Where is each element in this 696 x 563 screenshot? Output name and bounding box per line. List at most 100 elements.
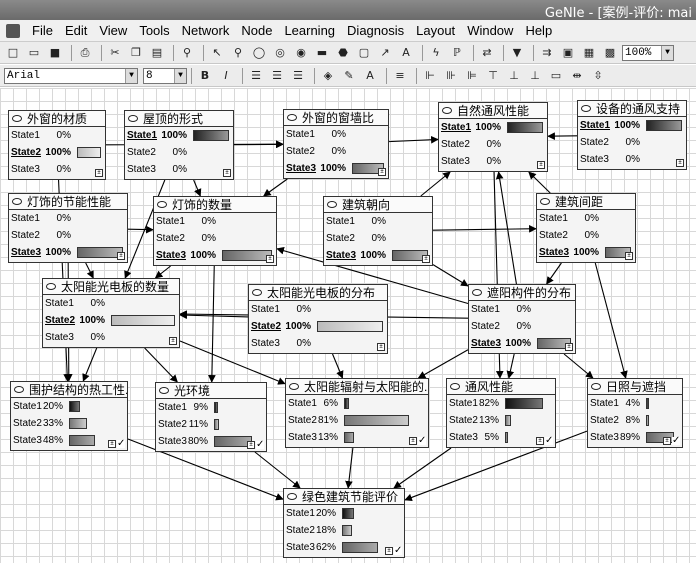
node-header[interactable]: 屋顶的形式 [125, 111, 233, 127]
node-header[interactable]: 太阳能光电板的分布 [249, 285, 387, 301]
arc-tool-icon[interactable]: ↗ [380, 46, 390, 59]
space-horizontal-icon[interactable]: ⇹ [572, 69, 582, 82]
expand-icon[interactable]: ± [409, 437, 417, 445]
expand-icon[interactable]: ± [169, 337, 177, 345]
menu-window[interactable]: Window [467, 23, 514, 38]
zoom-tool-icon[interactable]: ⚲ [233, 46, 243, 59]
text-tool-icon[interactable]: A [402, 46, 410, 59]
align-nodes-bottom-icon[interactable]: ⊥ [530, 69, 540, 82]
expand-icon[interactable]: ± [266, 255, 274, 263]
chevron-down-icon[interactable]: ▼ [661, 45, 673, 60]
swap-icon[interactable]: ⇄ [482, 46, 492, 59]
align-nodes-right-icon[interactable]: ⊫ [467, 69, 477, 82]
open-folder-icon[interactable]: ▭ [28, 46, 40, 59]
space-vertical-icon[interactable]: ⇳ [593, 69, 603, 82]
node-header[interactable]: 光环境 [156, 383, 266, 399]
menu-node[interactable]: Node [241, 23, 273, 38]
submodel-icon[interactable]: ▢ [358, 46, 370, 59]
save-icon[interactable]: ■ [49, 46, 61, 59]
new-file-icon[interactable]: □ [7, 46, 19, 59]
decision-node-icon[interactable]: ▬ [316, 46, 328, 59]
expand-icon[interactable]: ± [663, 437, 671, 445]
chance-node-icon[interactable]: ◯ [252, 46, 266, 59]
paste-icon[interactable]: ▤ [151, 46, 163, 59]
line-color-icon[interactable]: ✎ [344, 69, 354, 82]
select-arrow-icon[interactable]: ↖ [212, 46, 222, 59]
node-header[interactable]: 遮阳构件的分布 [469, 285, 575, 301]
menu-layout[interactable]: Layout [416, 23, 456, 38]
node-header[interactable]: 建筑朝向 [324, 197, 432, 213]
expand-icon[interactable]: ± [385, 547, 393, 555]
align-right-icon[interactable]: ☰ [293, 69, 303, 82]
align-nodes-center-icon[interactable]: ⊪ [446, 69, 456, 82]
node-header[interactable]: 建筑间距 [537, 194, 635, 210]
bold-icon[interactable]: B [200, 69, 210, 82]
cut-icon[interactable]: ✂ [110, 46, 120, 59]
node-header[interactable]: 绿色建筑节能评价 [284, 489, 404, 505]
menu-network[interactable]: Network [181, 23, 230, 38]
chevron-down-icon[interactable]: ▼ [174, 68, 186, 83]
diagnosis-icon[interactable]: ⇉ [542, 46, 552, 59]
menu-file[interactable]: File [32, 23, 53, 38]
sensitivity-icon[interactable]: ▦ [583, 46, 595, 59]
node-header[interactable]: 围护结构的热工性... [11, 382, 127, 398]
menu-help[interactable]: Help [525, 23, 553, 38]
expand-icon[interactable]: ± [377, 343, 385, 351]
expand-icon[interactable]: ± [422, 255, 430, 263]
font-color-icon[interactable]: A [366, 69, 374, 82]
expand-icon[interactable]: ± [676, 159, 684, 167]
node-header[interactable]: 通风性能 [447, 379, 555, 395]
node-header[interactable]: 外窗的窗墙比 [284, 110, 388, 126]
graph-icon[interactable]: ▣ [562, 46, 574, 59]
expand-icon[interactable]: ± [378, 168, 386, 176]
node-header[interactable]: 太阳能光电板的数量 [43, 279, 179, 295]
expand-icon[interactable]: ± [565, 343, 573, 351]
expand-icon[interactable]: ± [108, 440, 116, 448]
align-left-icon[interactable]: ☰ [251, 69, 261, 82]
node-header[interactable]: 外窗的材质 [9, 111, 105, 127]
filter-icon[interactable]: ▼ [512, 46, 522, 59]
expand-icon[interactable]: ± [625, 252, 633, 260]
align-center-icon[interactable]: ☰ [272, 69, 282, 82]
align-nodes-middle-icon[interactable]: ⊥ [509, 69, 519, 82]
equation-node-icon[interactable]: ◉ [296, 46, 306, 59]
expand-icon[interactable]: ± [223, 169, 231, 177]
